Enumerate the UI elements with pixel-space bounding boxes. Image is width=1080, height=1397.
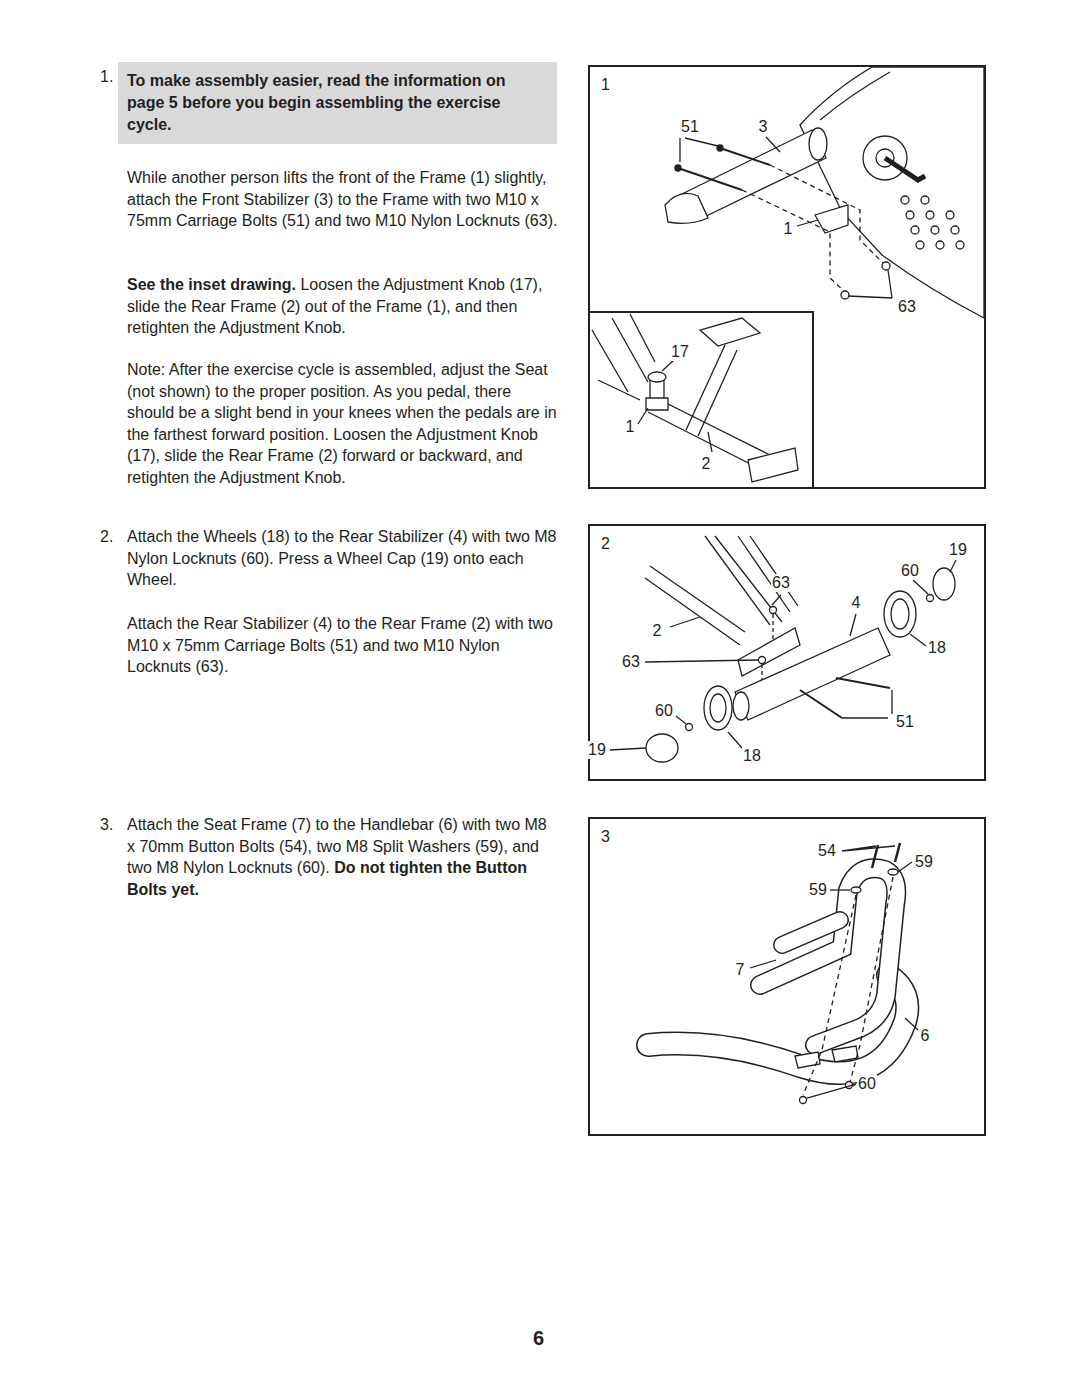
callout-number: 1 <box>625 418 636 436</box>
callout-number: 6 <box>920 1027 931 1045</box>
instruction-text: Attach the Seat Frame (7) to the Handleb… <box>127 814 559 900</box>
callout-number: 54 <box>817 842 837 860</box>
emphasis-text: See the inset drawing. <box>127 276 296 293</box>
callout-number: 17 <box>670 343 690 361</box>
callout-number: 3 <box>758 118 769 136</box>
figure-number: 3 <box>601 828 610 846</box>
body-text: Attach the Wheels (18) to the Rear Stabi… <box>127 528 557 588</box>
callout-number: 63 <box>621 653 641 671</box>
body-text: 2. <box>100 528 113 545</box>
callout-number: 63 <box>771 574 791 592</box>
body-text: 6 <box>533 1327 544 1349</box>
body-text: While another person lifts the front of … <box>127 169 557 229</box>
page-number: 6 <box>533 1326 563 1350</box>
figure-number: 2 <box>601 535 610 553</box>
body-text: Attach the Rear Stabilizer (4) to the Re… <box>127 615 553 675</box>
callout-number: 60 <box>654 702 674 720</box>
callout-number: 18 <box>742 747 762 765</box>
callout-number: 59 <box>808 881 828 899</box>
callout-number: 2 <box>652 622 663 640</box>
body-text: Note: After the exercise cycle is assemb… <box>127 361 557 486</box>
callout-number: 59 <box>914 853 934 871</box>
callout-number: 7 <box>735 961 746 979</box>
instruction-text: Attach the Wheels (18) to the Rear Stabi… <box>127 526 559 591</box>
callout-number: 1 <box>783 220 794 238</box>
body-text: 3. <box>100 816 113 833</box>
body-text: 1. <box>100 68 113 85</box>
note-box: To make assembly easier, read the inform… <box>118 62 557 144</box>
callout-number: 2 <box>701 455 712 473</box>
callout-number: 4 <box>851 594 862 612</box>
callout-number: 63 <box>897 298 917 316</box>
instruction-text: Attach the Rear Stabilizer (4) to the Re… <box>127 613 559 678</box>
callout-number: 51 <box>895 713 915 731</box>
step-number: 1. <box>100 66 120 88</box>
callout-number: 19 <box>948 541 968 559</box>
instruction-text: See the inset drawing.Loosen the Adjustm… <box>127 274 559 339</box>
note-text: To make assembly easier, read the inform… <box>127 70 545 136</box>
figure-number: 1 <box>601 76 610 94</box>
callout-number: 60 <box>857 1075 877 1093</box>
callout-number: 51 <box>680 118 700 136</box>
figure-panel: 1 <box>588 65 986 489</box>
note-text: Note: After the exercise cycle is assemb… <box>127 359 559 488</box>
step-number: 2. <box>100 526 120 548</box>
step-number: 3. <box>100 814 120 836</box>
callout-number: 18 <box>927 639 947 657</box>
instruction-text: While another person lifts the front of … <box>127 167 559 232</box>
callout-number: 60 <box>900 562 920 580</box>
callout-number: 19 <box>587 741 607 759</box>
